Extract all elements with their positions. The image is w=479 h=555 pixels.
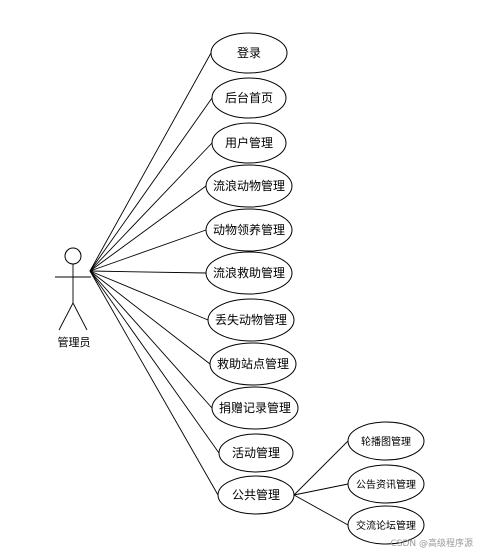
use-case: 用户管理 [211, 122, 287, 164]
actor-association-lines [89, 52, 220, 496]
use-case-label: 救助站点管理 [217, 356, 289, 371]
include-line [293, 483, 349, 496]
use-case-list: 登录后台首页用户管理流浪动物管理动物领养管理流浪救助管理丢失动物管理救助站点管理… [205, 32, 299, 515]
use-case-label: 流浪救助管理 [213, 265, 285, 280]
association-line [89, 270, 211, 365]
sub-use-case-label: 轮播图管理 [361, 435, 411, 448]
sub-use-case-label: 交流论坛管理 [356, 519, 416, 532]
actor-figure [55, 247, 91, 331]
use-case-label: 捐赠记录管理 [219, 400, 291, 415]
use-case: 流浪救助管理 [205, 251, 293, 295]
association-line [89, 270, 209, 321]
use-case-label: 动物领养管理 [213, 222, 285, 237]
actor-right-leg [72, 302, 88, 331]
use-case: 登录 [210, 32, 288, 74]
use-case: 流浪动物管理 [205, 164, 293, 208]
use-case-ellipse [218, 433, 294, 473]
use-case: 丢失动物管理 [207, 298, 295, 342]
use-case-ellipse [205, 251, 293, 295]
use-case-label: 活动管理 [232, 445, 280, 460]
use-case-ellipse [217, 475, 295, 515]
association-line [89, 142, 213, 272]
actor-left-leg [58, 302, 74, 331]
association-line [89, 270, 220, 454]
use-case-label: 丢失动物管理 [215, 312, 287, 327]
use-case: 后台首页 [211, 77, 287, 119]
sub-use-case: 交流论坛管理 [347, 505, 425, 545]
sub-use-case-ellipse [347, 505, 425, 545]
actor-label: 管理员 [58, 335, 91, 349]
association-line [89, 52, 212, 272]
association-line [89, 97, 213, 272]
include-line [293, 494, 349, 526]
use-case-ellipse [207, 298, 295, 342]
association-line [89, 229, 207, 272]
sub-use-case-ellipse [347, 464, 425, 504]
use-case: 活动管理 [218, 433, 294, 473]
actor-head [64, 247, 82, 265]
use-case-ellipse [211, 122, 287, 164]
association-line [89, 270, 213, 409]
use-case: 捐赠记录管理 [211, 386, 299, 430]
use-case-ellipse [205, 164, 293, 208]
association-line [89, 270, 219, 496]
use-case-ellipse [209, 342, 297, 386]
use-case-label: 登录 [237, 45, 261, 60]
use-case: 动物领养管理 [205, 208, 293, 252]
use-case-ellipse [210, 32, 288, 74]
association-line [89, 270, 207, 274]
use-case-ellipse [205, 208, 293, 252]
use-case: 救助站点管理 [209, 342, 297, 386]
use-case-label: 用户管理 [225, 135, 273, 150]
sub-use-case-label: 公告资讯管理 [356, 478, 416, 491]
use-case-label: 流浪动物管理 [213, 178, 285, 193]
watermark: CSDN @高级程序源 [390, 537, 473, 549]
use-case-label: 公共管理 [232, 487, 280, 502]
use-case-ellipse [211, 77, 287, 119]
use-case-label: 后台首页 [225, 90, 273, 105]
use-case: 公共管理 [217, 475, 295, 515]
sub-use-case: 公告资讯管理 [347, 464, 425, 504]
association-line [89, 185, 207, 272]
sub-use-case: 轮播图管理 [347, 421, 425, 461]
include-line [293, 440, 349, 496]
use-case-ellipse [211, 386, 299, 430]
sub-use-case-ellipse [347, 421, 425, 461]
include-lines [293, 440, 349, 526]
